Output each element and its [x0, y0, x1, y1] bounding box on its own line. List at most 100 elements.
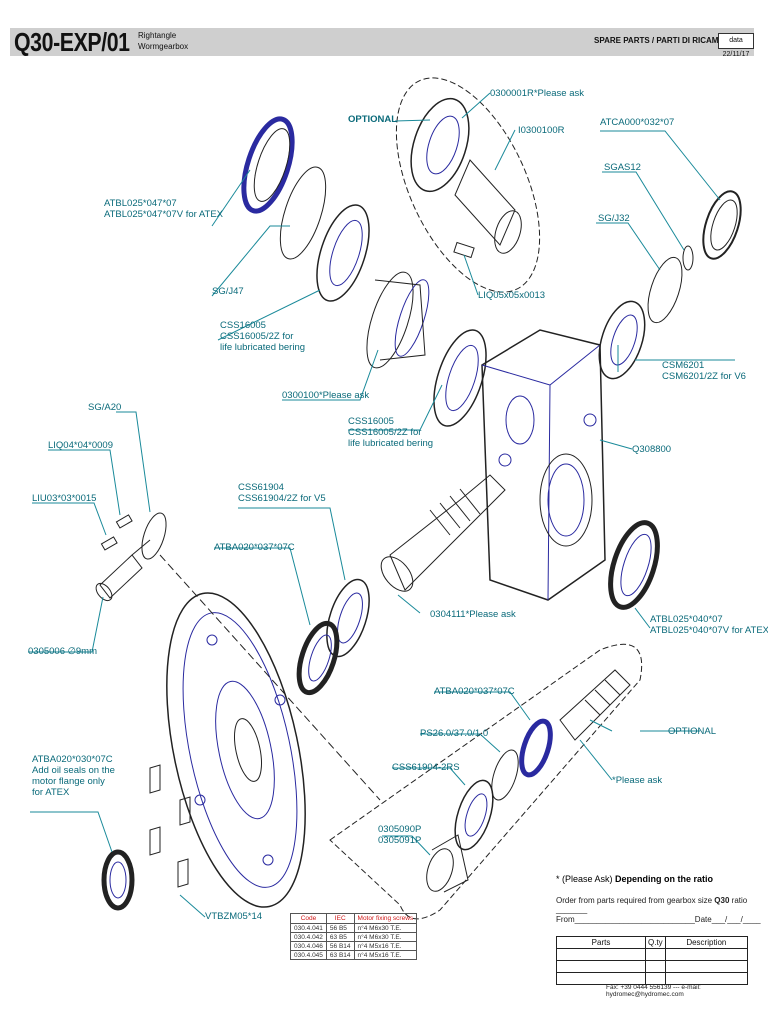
circlip-sga20	[141, 512, 167, 560]
label-csm6201-line2: CSM6201/2Z for V6	[662, 371, 746, 382]
label-atba020-030-line1: ATBA020*030*07C	[32, 754, 113, 765]
section-title: SPARE PARTS / PARTI DI RICAMBIO	[594, 36, 733, 45]
optional-group-outline	[395, 77, 541, 293]
bearing-css16005-a	[316, 204, 370, 302]
label-liq05: LIQ05x05x0013	[478, 290, 546, 301]
oil-seal-atba020-b	[519, 718, 553, 778]
motor-table-header-code: Code	[290, 913, 327, 924]
description-cell[interactable]	[664, 960, 749, 973]
motor-table-header-iec: IEC	[325, 913, 355, 924]
gearbox-housing-q308800	[481, 329, 606, 601]
label-css16005-b: CSS16005 CSS16005/2Z for life lubricated…	[348, 416, 433, 449]
table-cell: 56 B5	[325, 923, 355, 933]
label-atbl025-047-line2: ATBL025*047*07V for ATEX	[104, 209, 224, 220]
circlip-sgj32	[647, 256, 683, 324]
table-row[interactable]	[556, 960, 749, 973]
table-row[interactable]	[556, 948, 749, 961]
label-css16005-b-line1: CSS16005	[348, 416, 394, 427]
model-title: Q30-EXP/01	[14, 27, 130, 57]
label-atbl025-040-line2: ATBL025*040*07V for ATEX	[650, 625, 768, 636]
label-css16005-a-line2: CSS16005/2Z for	[220, 331, 294, 342]
label-atbl025-040-line1: ATBL025*040*07	[650, 614, 723, 625]
worm-shaft-0304111	[380, 474, 506, 592]
table-row: 030.4.046 56 B14 n°4 M5x16 T.E.	[290, 941, 418, 951]
description-cell[interactable]	[664, 948, 749, 961]
optional-worm-shaft	[559, 669, 631, 741]
label-css61904-line1: CSS61904	[238, 482, 284, 493]
description-header: Description	[664, 936, 749, 949]
title-band	[10, 28, 754, 56]
label-sgas12: SGAS12	[604, 162, 641, 173]
table-cell: n°4 M6x30 T.E.	[353, 923, 418, 933]
bearing-csm6201	[598, 300, 646, 380]
table-cell: n°4 M5x16 T.E.	[353, 950, 418, 960]
label-csm6201-line1: CSM6201	[662, 360, 705, 371]
cap-atca000	[702, 190, 742, 260]
label-0305091p-line2: 0305091P	[378, 835, 422, 846]
label-liq04: LIQ04*04*0009	[48, 440, 113, 451]
order-ratio: ratio _______	[556, 896, 748, 914]
label-css16005-b-line3: life lubricated bering	[348, 438, 434, 449]
contact-footer: Fax: +39 0444 556139 --- e-mail: hydrome…	[606, 984, 701, 998]
qty-cell[interactable]	[645, 960, 666, 973]
table-row[interactable]	[556, 972, 749, 985]
oil-seal-atba020-030	[101, 849, 135, 911]
parts-cell[interactable]	[556, 972, 646, 985]
label-atba020-b: ATBA020*037*07C	[434, 686, 515, 697]
label-sgj32: SG/J32	[598, 213, 630, 224]
label-0305090p: 0305090P 0305091P	[378, 824, 421, 846]
oil-seal-atba020-a	[296, 620, 340, 696]
label-css61904-line2: CSS61904/2Z for V5	[238, 493, 326, 504]
table-cell: 030.4.046	[290, 941, 327, 951]
table-cell: 63 B14	[325, 950, 355, 960]
label-atba020-030-line3: motor flange only	[32, 776, 105, 787]
order-size: Q30	[714, 896, 730, 905]
label-ps26: PS26.0/37.0/1.0	[420, 728, 489, 739]
shim-ps26	[491, 749, 519, 801]
label-sga20: SG/A20	[88, 402, 122, 413]
label-css61904: CSS61904 CSS61904/2Z for V5	[238, 482, 326, 504]
qty-cell[interactable]	[645, 948, 666, 961]
label-0305090p-line1: 0305090P	[378, 824, 422, 835]
label-optional-bottom: OPTIONAL	[668, 726, 717, 737]
table-cell: 63 B5	[325, 932, 355, 942]
qty-header: Q.ty	[645, 936, 666, 949]
label-css16005-b-line2: CSS16005/2Z for	[348, 427, 422, 438]
hollow-shaft-0300100	[366, 271, 430, 369]
motor-fixing-table: Code IEC Motor fixing screws 030.4.041 5…	[290, 913, 418, 960]
label-0304111: 0304111*Please ask	[430, 609, 516, 620]
assembly-guide-line	[159, 554, 381, 801]
label-please-ask: *Please ask	[612, 775, 663, 786]
label-sgj47: SG/J47	[212, 286, 244, 297]
key-liq04	[115, 514, 133, 529]
parts-cell[interactable]	[556, 948, 646, 961]
table-row: 030.4.041 56 B5 n°4 M6x30 T.E.	[290, 923, 418, 933]
parts-header: Parts	[556, 936, 646, 949]
circlip-sgas12	[682, 245, 694, 271]
label-atba020-030: ATBA020*030*07C Add oil seals on the mot…	[32, 754, 115, 798]
label-optional-top: OPTIONAL	[348, 114, 398, 125]
ratio-note-emphasis: Depending on the ratio	[615, 874, 714, 884]
table-cell: 030.4.042	[290, 932, 327, 942]
motor-table-header: Code IEC Motor fixing screws	[290, 913, 418, 924]
optional-output-flange	[410, 97, 470, 193]
order-instruction: Order from parts required from gearbox s…	[556, 896, 768, 914]
ratio-note: * (Please Ask) Depending on the ratio	[556, 874, 713, 884]
label-q308800: Q308800	[632, 444, 672, 455]
label-css16005-a-line1: CSS16005	[220, 320, 266, 331]
label-0305006: 0305006 ∅9mm	[28, 646, 98, 657]
label-atbl025-047-line1: ATBL025*047*07	[104, 198, 177, 209]
subtitle: Rightangle Wormgearbox	[138, 30, 188, 52]
label-css16005-a-line3: life lubricated bering	[220, 342, 306, 353]
qty-cell[interactable]	[645, 972, 666, 985]
description-cell[interactable]	[664, 972, 749, 985]
label-atba020-030-line4: for ATEX	[32, 787, 70, 798]
screws-vtbzm05	[149, 764, 191, 888]
circlip-sgj47	[279, 166, 327, 260]
parts-cell[interactable]	[556, 960, 646, 973]
table-row: 030.4.045 63 B14 n°4 M5x16 T.E.	[290, 950, 418, 960]
label-0300100: 0300100*Please ask	[282, 390, 370, 401]
table-cell: 030.4.045	[290, 950, 327, 960]
parts-table-header: Parts Q.ty Description	[556, 936, 749, 949]
